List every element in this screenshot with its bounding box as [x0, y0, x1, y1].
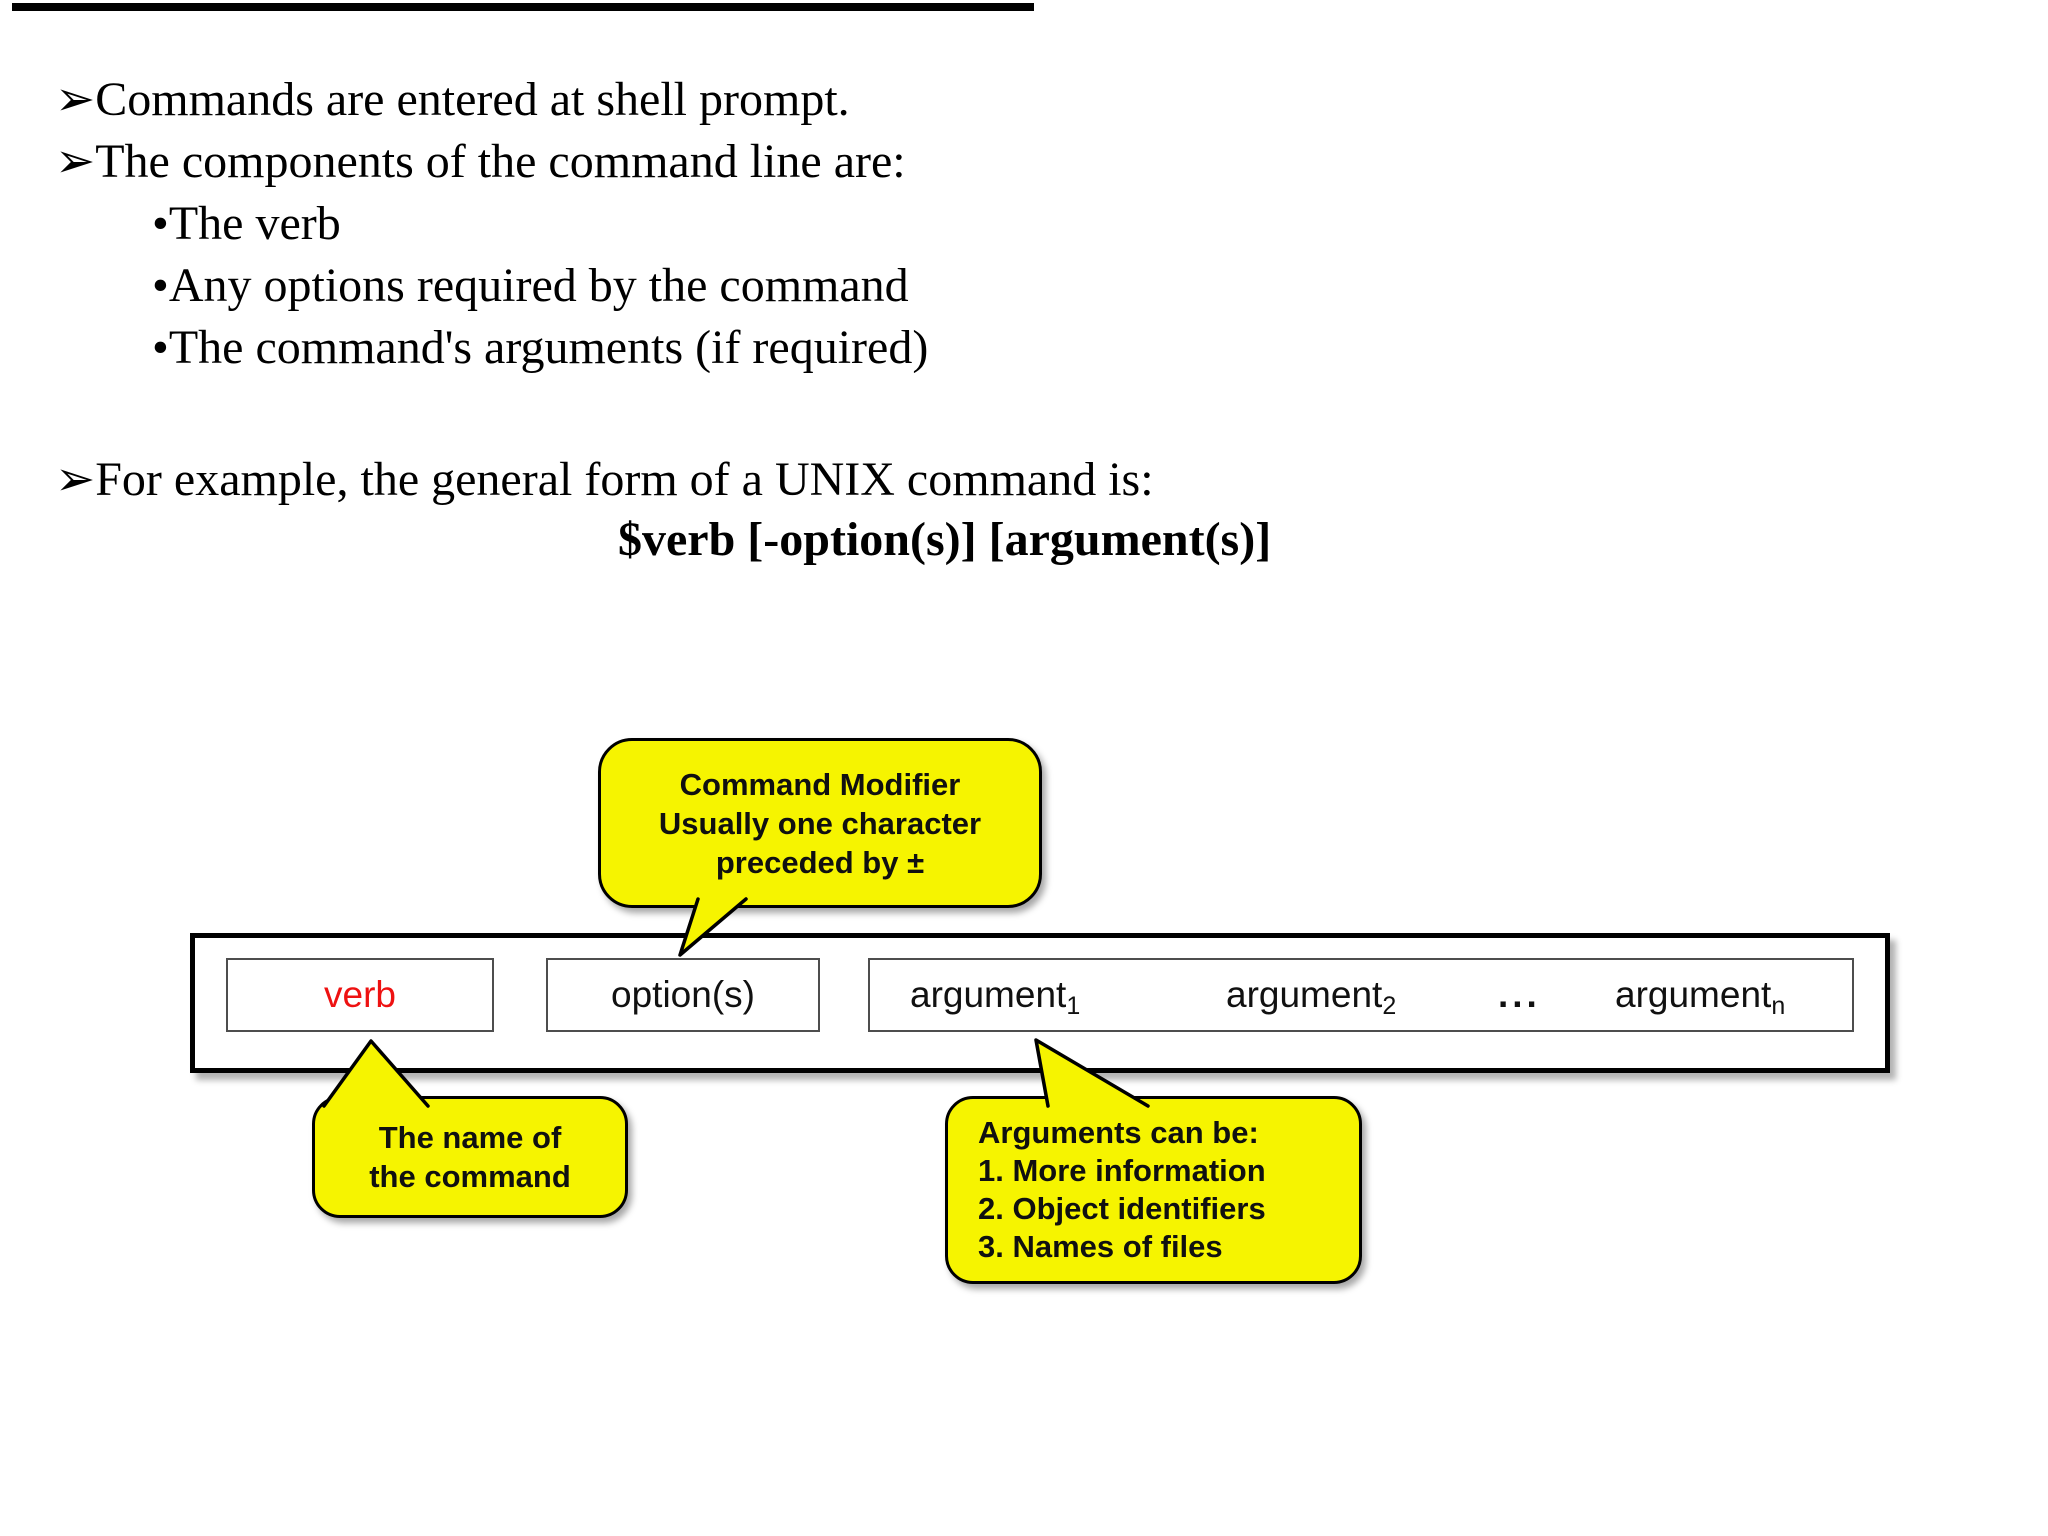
verb-box: verb [226, 958, 494, 1032]
dot-bullet-icon: • [152, 197, 169, 250]
dot-bullet-icon: • [152, 259, 169, 312]
top-decoration-bar [12, 3, 1034, 11]
bullet-line: ➢Commands are entered at shell prompt. [55, 70, 850, 130]
callout-text-line: The name of [378, 1120, 562, 1155]
arrow-bullet-icon: ➢ [55, 453, 96, 506]
bullet-text: The verb [168, 197, 341, 250]
arrow-bullet-icon: ➢ [55, 73, 96, 126]
bullet-text: The components of the command line are: [95, 135, 906, 188]
sub-bullet-line: •Any options required by the command [152, 256, 909, 316]
arguments-box: argument1 argument2 ... argumentn [868, 958, 1854, 1032]
argument-2-label: argument2 [1226, 974, 1396, 1019]
callout-text-line: the command [369, 1159, 571, 1194]
argument-n-label: argumentn [1615, 974, 1785, 1019]
arrow-bullet-icon: ➢ [55, 135, 96, 188]
callout-text-line: 1. More information [978, 1153, 1266, 1188]
options-label: option(s) [611, 974, 755, 1015]
callout-text-line: 2. Object identifiers [978, 1191, 1266, 1226]
argument-subscript: 1 [1066, 992, 1081, 1020]
bullet-text: For example, the general form of a UNIX … [95, 453, 1154, 506]
argument-subscript: n [1771, 992, 1786, 1020]
argument-1-label: argument1 [910, 974, 1080, 1019]
callout-text-line: Arguments can be: [978, 1115, 1259, 1150]
callout-text-line: preceded by ± [715, 844, 925, 880]
dot-bullet-icon: • [152, 321, 169, 374]
argument-base: argument [1226, 974, 1383, 1015]
argument-base: argument [1615, 974, 1772, 1015]
argument-subscript: 2 [1382, 992, 1397, 1020]
callout-text-line: 3. Names of files [978, 1229, 1223, 1264]
verb-label: verb [324, 974, 396, 1015]
argument-base: ... [1498, 974, 1541, 1015]
verb-callout: The name of the command [312, 1096, 628, 1218]
bullet-text: Commands are entered at shell prompt. [95, 73, 850, 126]
sub-bullet-line: •The verb [152, 194, 341, 254]
bullet-line: ➢The components of the command line are: [55, 132, 906, 192]
arguments-callout: Arguments can be: 1. More information 2.… [945, 1096, 1362, 1284]
command-formula: $verb [-option(s)] [argument(s)] [618, 513, 1272, 566]
options-box: option(s) [546, 958, 820, 1032]
callout-text-line: Command Modifier [679, 766, 961, 802]
sub-bullet-line: •The command's arguments (if required) [152, 318, 928, 378]
callout-text-line: Usually one character [658, 805, 982, 841]
bullet-text: The command's arguments (if required) [168, 321, 929, 374]
argument-base: argument [910, 974, 1067, 1015]
bullet-text: Any options required by the command [168, 259, 909, 312]
bullet-line: ➢For example, the general form of a UNIX… [55, 450, 1154, 510]
option-callout: Command Modifier Usually one character p… [598, 738, 1042, 908]
ellipsis-label: ... [1498, 974, 1541, 1016]
